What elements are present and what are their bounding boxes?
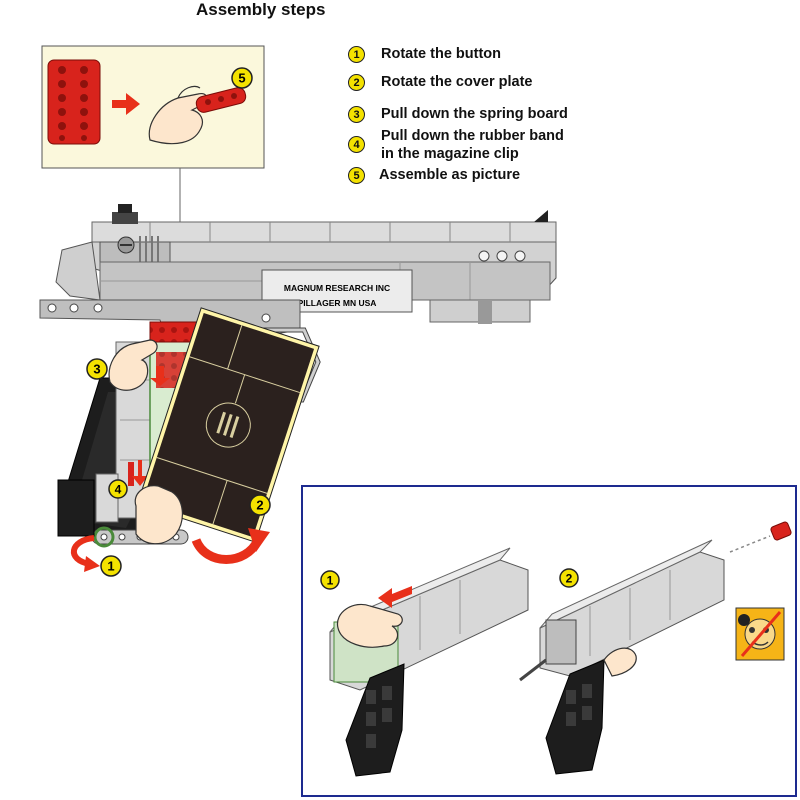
- rotate-arrow-icon: [191, 528, 270, 564]
- panel-label-1: 1: [320, 570, 340, 590]
- step-number-badge: 5: [348, 167, 365, 184]
- step-5: 5 Assemble as picture: [348, 167, 520, 184]
- callout-badge-1: 1: [100, 555, 122, 577]
- step-text: Rotate the cover plate: [381, 74, 533, 90]
- cover-plate: [136, 307, 320, 543]
- warning-no-face-icon: [735, 607, 785, 661]
- rotate-arrow-icon: [70, 535, 100, 572]
- pistol-diagram: MAGNUM RESEARCH INC PILLAGER MN USA: [39, 204, 557, 548]
- hand-icon: [108, 339, 158, 391]
- step-2: 2 Rotate the cover plate: [348, 74, 533, 91]
- step-text: Rotate the button: [381, 46, 502, 62]
- step-text: Pull down the spring board: [381, 106, 568, 122]
- callout-badge-5: 5: [231, 67, 253, 89]
- step-number-badge: 2: [348, 74, 365, 91]
- inset-panel: 5: [41, 45, 265, 318]
- callout-badge-3: 3: [86, 358, 108, 380]
- engraving-line: MAGNUM RESEARCH INC: [284, 283, 390, 293]
- callout-badge-2: 2: [249, 494, 271, 516]
- svg-text:2: 2: [566, 572, 573, 586]
- page-title: Assembly steps: [196, 0, 326, 19]
- step-text-line: in the magazine clip: [381, 146, 519, 162]
- hand-icon: [134, 485, 183, 545]
- arrow-right-icon: [112, 93, 140, 115]
- svg-text:1: 1: [327, 574, 334, 588]
- red-brick-stack: [47, 59, 101, 145]
- red-brick-icon: [195, 87, 247, 113]
- pistol-view-left: [329, 547, 529, 777]
- step-text-line: Pull down the rubber band: [381, 128, 564, 144]
- step-number-badge: 1: [348, 46, 365, 63]
- pistol-view-right: [519, 521, 792, 775]
- step-text: Pull down the rubber band in the magazin…: [381, 127, 564, 163]
- panel-label-2: 2: [559, 568, 579, 588]
- callout-badge-4: 4: [108, 479, 128, 499]
- step-4: 4 Pull down the rubber band in the magaz…: [348, 128, 564, 163]
- red-bullet-icon: [729, 521, 792, 553]
- step-number-badge: 4: [348, 136, 365, 153]
- engraving-line: PILLAGER MN USA: [298, 298, 377, 308]
- step-1: 1 Rotate the button: [348, 46, 501, 63]
- svg-text:4: 4: [115, 483, 122, 497]
- svg-text:1: 1: [107, 559, 114, 574]
- bottom-panel: 1 2: [301, 485, 797, 797]
- svg-text:5: 5: [238, 71, 245, 86]
- step-3: 3 Pull down the spring board: [348, 106, 568, 123]
- step-number-badge: 3: [348, 106, 365, 123]
- step-text: Assemble as picture: [379, 167, 521, 183]
- svg-text:3: 3: [93, 362, 100, 377]
- svg-text:2: 2: [256, 498, 263, 513]
